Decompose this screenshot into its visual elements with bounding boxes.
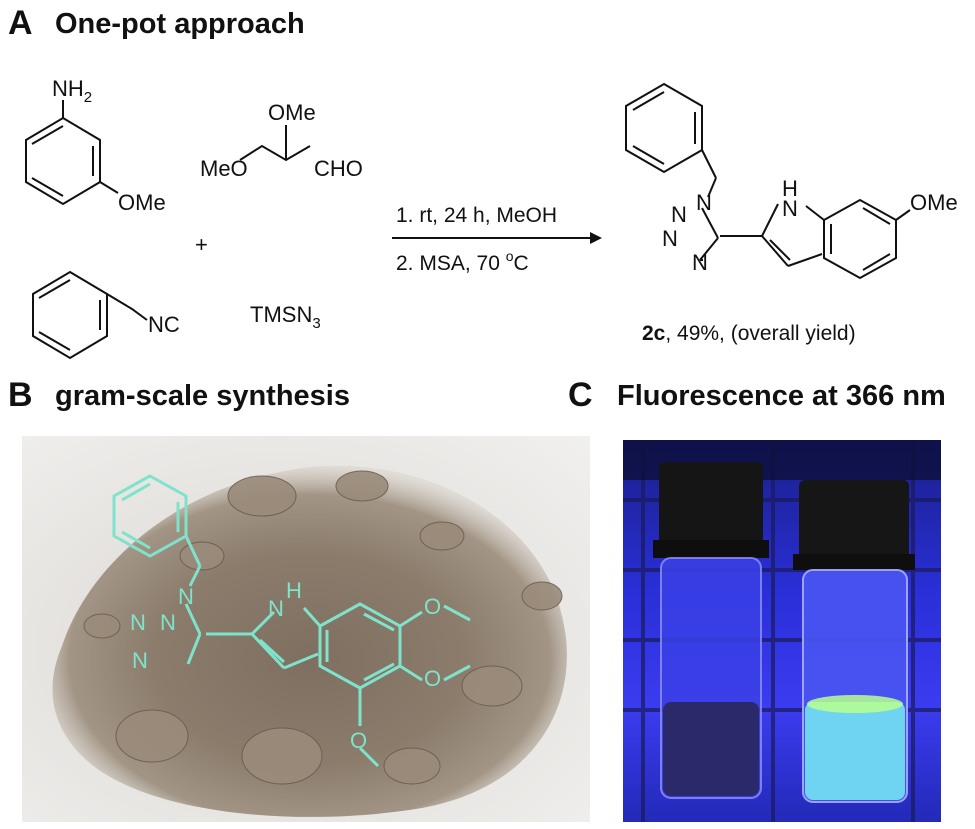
acetal-ome-label: OMe [268,100,316,125]
left-vial-cap [659,462,763,552]
product-tetrazole-n4: N [692,250,708,275]
overlay-indole-n: N [268,596,284,621]
product-ome-label: OMe [910,190,958,215]
aniline-nh2-label: NH2 [52,76,93,106]
condition-step-1: 1. rt, 24 h, MeOH [396,204,558,227]
powder-illustration [52,465,567,817]
acetal-cho-label: CHO [314,156,363,181]
plus-sign: + [195,232,208,257]
overlay-structure [112,474,471,768]
aniline-ring [25,116,101,206]
tmsn3-label: TMSN3 [250,302,321,332]
condition-step-2: 2. MSA, 70 oC [396,248,529,275]
overlay-tetrazole-n4: N [132,648,148,673]
product-tetrazole-n3: N [662,226,678,251]
fluorescence-photo [623,440,941,822]
overlay-tetrazole-n2: N [160,610,176,635]
product-benzyl-ring [625,82,703,174]
left-vial-liquid [663,702,759,796]
aniline-ome-label: OMe [118,190,166,215]
panel-b-letter: B [8,376,33,414]
overlay-indole-h: H [286,578,302,603]
acetal-meo-label: MeO [200,156,248,181]
panel-b-title: gram-scale synthesis [55,380,350,412]
panel-c-letter: C [568,376,593,414]
acetal-chain [239,144,311,162]
panel-a-letter: A [8,4,33,42]
vials-illustration [623,440,941,822]
overlay-oxygen-1: O [424,594,442,619]
product-tetrazole-n1: N [696,190,712,215]
benzyl-isocyanide-ring [32,270,108,360]
panel-a-title: One-pot approach [55,8,305,40]
product-tetrazole-n2: N [671,202,687,227]
gram-scale-photo [22,436,590,822]
panel-c-title: Fluorescence at 366 nm [617,380,946,412]
overlay-tetrazole-n1: N [178,584,194,609]
overlay-tetrazole-n3: N [130,610,146,635]
reaction-arrowhead [590,232,602,244]
overlay-oxygen-2: O [424,666,442,691]
panel-a-scheme [25,82,911,360]
product-caption: 2c, 49%, (overall yield) [642,322,856,345]
isocyanide-nc-label: NC [148,312,180,337]
right-vial-liquid [805,702,905,800]
overlay-oxygen-3: O [350,728,368,753]
product-indole-n: N [782,196,798,221]
right-vial-cap [799,480,909,566]
product-indole-h: H [782,176,798,201]
